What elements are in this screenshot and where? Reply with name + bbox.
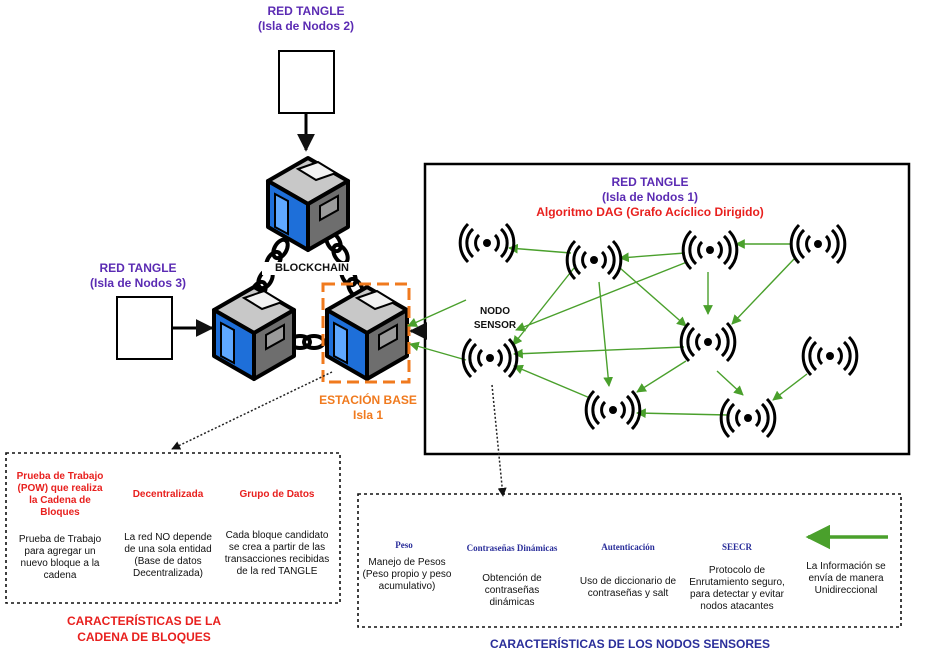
tangle1-subtitle: (Isla de Nodos 1) xyxy=(601,190,699,204)
blockchain-features-caption-2: CADENA DE BLOQUES xyxy=(77,630,211,644)
tangle3-subtitle: (Isla de Nodos 3) xyxy=(89,276,187,290)
blockchain-label: BLOCKCHAIN xyxy=(262,262,362,276)
sensor-node xyxy=(458,222,516,264)
tangle1-algorithm: Algoritmo DAG (Grafo Acíclico Dirigido) xyxy=(536,205,764,219)
sensor-feature-heading-authentication: Autenticación xyxy=(601,542,655,552)
sensor-node xyxy=(801,335,859,377)
sensor-feature-body-authentication: Uso de diccionario de contraseñas y salt xyxy=(579,576,677,599)
sensor-features-box xyxy=(357,493,902,628)
blockchain-cube-top xyxy=(266,156,350,252)
blockchain-cube-left xyxy=(212,285,296,381)
tangle3-square xyxy=(116,296,173,360)
dag-edge xyxy=(598,281,614,387)
blockchain-feature-heading-decentralized: Decentralizada xyxy=(132,489,204,500)
sensor-features-caption: CARACTERÍSTICAS DE LOS NODOS SENSORES xyxy=(489,637,771,651)
dag-edge xyxy=(407,299,467,327)
sensor-feature-heading-weight: Peso xyxy=(395,540,413,550)
sensor-feature-body-seecr: Protocolo de Enrutamiento seguro, para d… xyxy=(689,565,785,612)
base-station-highlight xyxy=(321,282,411,384)
sensor-node xyxy=(789,223,847,265)
blockchain-feature-body-decentralized: La red NO depende de una sola entidad (B… xyxy=(124,532,212,579)
sensor-node-label-2: SENSOR xyxy=(473,320,517,331)
tangle3-title: RED TANGLE xyxy=(99,261,177,275)
sensor-feature-body-weight: Manejo de Pesos (Peso propio y peso acum… xyxy=(362,557,452,592)
dag-edge xyxy=(515,261,688,332)
sensor-feature-heading-dynamic-passwords: Contraseñas Dinámicas xyxy=(466,543,558,553)
dag-edge xyxy=(636,408,729,419)
sensor-node xyxy=(719,397,777,439)
base-station-label: ESTACIÓN BASE xyxy=(319,393,417,407)
sensor-node-main xyxy=(461,337,519,379)
unidirectional-legend-text: La Información se envía de manera Unidir… xyxy=(806,561,886,596)
dag-edge xyxy=(409,341,467,361)
sensor-feature-body-dynamic-passwords: Obtención de contraseñas dinámicas xyxy=(482,573,542,608)
dag-edge xyxy=(636,360,687,393)
blockchain-features-caption-1: CARACTERÍSTICAS DE LA xyxy=(66,614,221,628)
dag-edge xyxy=(772,373,808,401)
dag-edge xyxy=(512,267,575,346)
blockchain-feature-heading-pow: Prueba de Trabajo (POW) que realiza la C… xyxy=(16,471,104,518)
dag-edge xyxy=(619,267,687,327)
sensor-feature-heading-seecr: SEECR xyxy=(721,542,752,552)
blockchain-cube-base xyxy=(325,285,409,381)
dag-edge xyxy=(513,346,685,359)
tangle2-title: RED TANGLE xyxy=(267,4,345,18)
sensor-node xyxy=(681,229,739,271)
dag-edge xyxy=(619,252,686,263)
blockchain-features-box xyxy=(5,452,341,604)
tangle1-title: RED TANGLE xyxy=(611,175,689,189)
dag-edge xyxy=(508,243,572,254)
base-station-island: Isla 1 xyxy=(352,408,384,422)
dag-edges xyxy=(407,239,808,419)
dag-edge xyxy=(716,370,744,396)
tangle2-subtitle: (Isla de Nodos 2) xyxy=(257,19,355,33)
dag-edge xyxy=(731,257,796,325)
blockchain-features-pointer xyxy=(171,371,333,450)
tangle1-frame xyxy=(423,162,911,456)
sensor-node-label-1: NODO xyxy=(480,306,510,317)
dag-edge xyxy=(513,364,591,399)
sensor-node xyxy=(679,321,737,363)
sensor-node xyxy=(584,389,642,431)
sensor-features-pointer xyxy=(491,384,507,497)
blockchain-feature-body-pow: Prueba de Trabajo para agregar un nuevo … xyxy=(18,534,102,581)
blockchain-feature-body-data-group: Cada bloque candidato se crea a partir d… xyxy=(224,530,330,577)
tangle2-square xyxy=(278,50,335,114)
sensor-node xyxy=(565,239,623,281)
blockchain-feature-heading-data-group: Grupo de Datos xyxy=(239,489,315,500)
